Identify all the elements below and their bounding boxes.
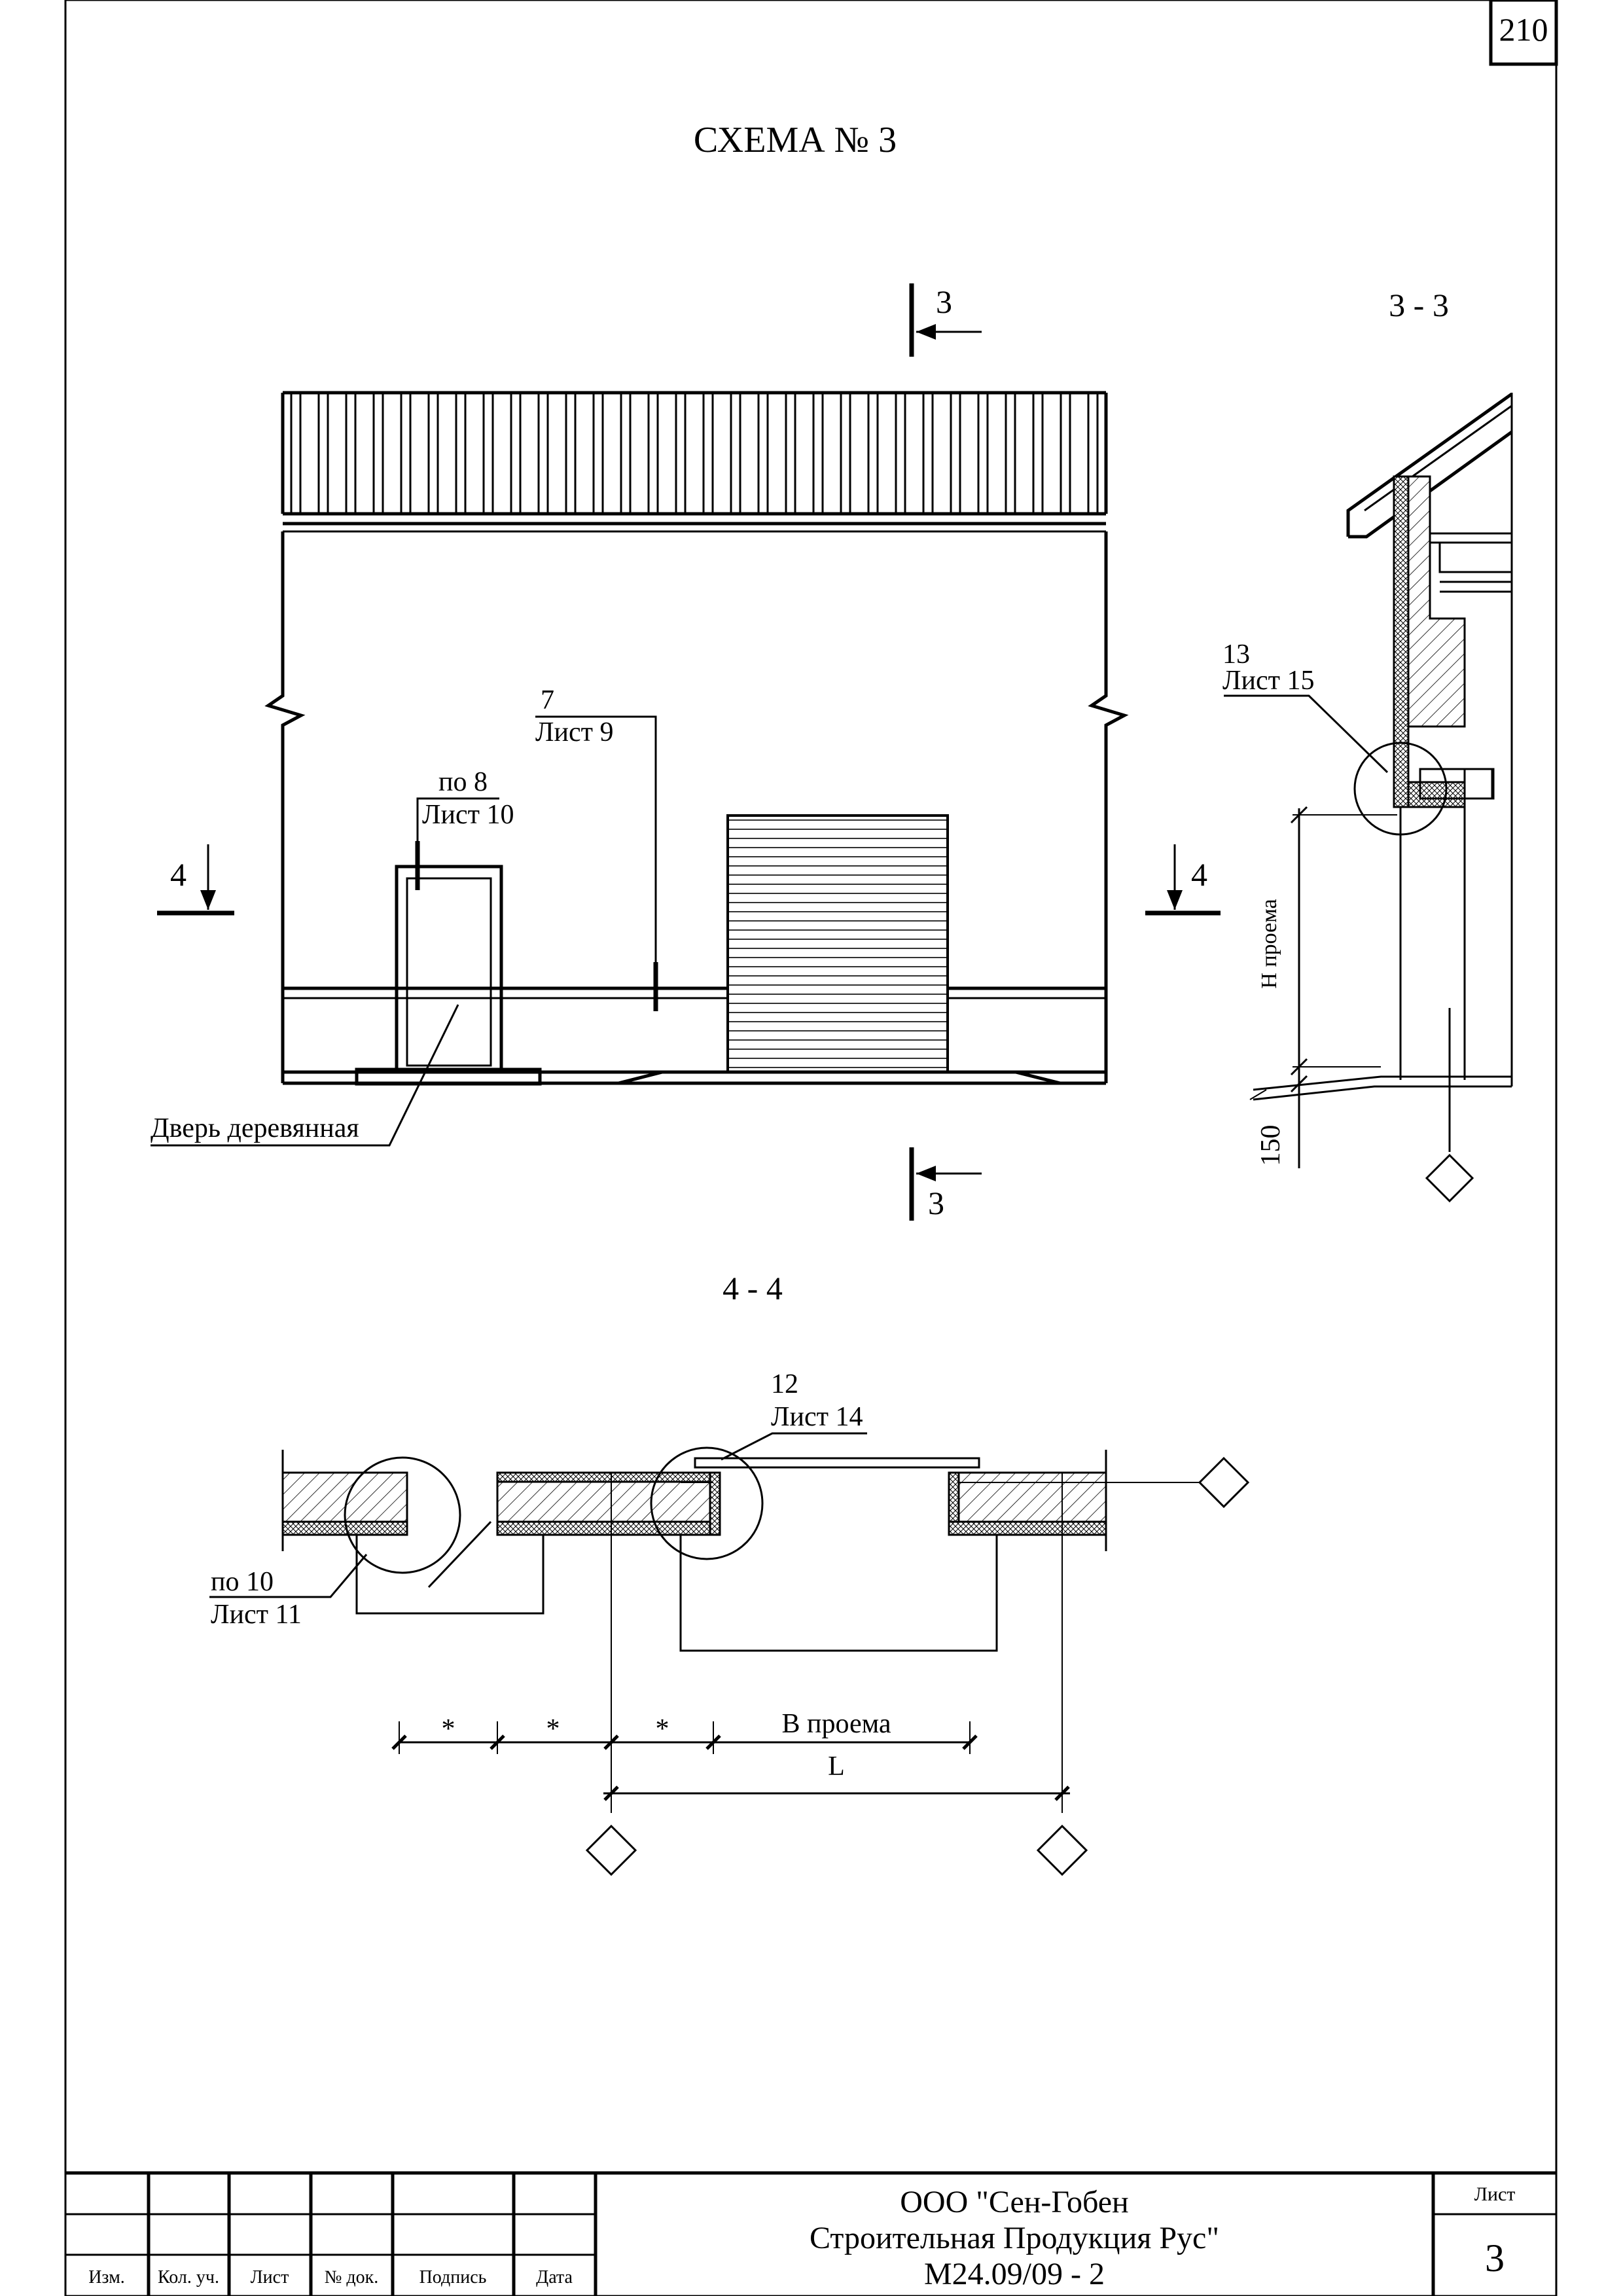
callout-10-number: по 10: [211, 1567, 274, 1597]
callout-12-sheet: Лист 14: [771, 1402, 863, 1432]
col-header-list: Лист: [251, 2267, 289, 2287]
sheet-number: 3: [1485, 2236, 1505, 2280]
section-mark-3-top: 3: [909, 283, 982, 357]
col-header-date: Дата: [536, 2267, 573, 2287]
axis-marker-diamond-center: [1036, 1824, 1088, 1876]
dimension-tick: [705, 1734, 721, 1750]
detail-circle-12: [650, 1446, 764, 1560]
facade-elevation: 7 Лист 9 по 8 Лист 10 Дверь деревянная 3…: [151, 283, 1221, 1221]
section-4-label-left: 4: [170, 856, 187, 893]
callout-12-number: 12: [771, 1369, 798, 1399]
axis-marker-diamond: [1425, 1153, 1474, 1203]
company-line-2: Строительная Продукция Рус": [810, 2221, 1219, 2255]
door-leader: Дверь деревянная: [151, 1004, 459, 1147]
callout-8-number: по 8: [438, 767, 488, 797]
dimension-tick: [490, 1734, 505, 1750]
document-code: М24.09/09 - 2: [924, 2257, 1105, 2291]
dim-opening-height: Н проема: [1257, 899, 1281, 988]
dim-star-1: *: [442, 1714, 455, 1744]
roof-panel: [281, 391, 1108, 533]
section-3-3: 3 - 3 13 Лист 15: [1222, 287, 1513, 1203]
callout-7-number: 7: [541, 685, 554, 715]
page-title: СХЕМА № 3: [694, 120, 897, 160]
detail-circle-13: [1353, 742, 1448, 836]
dim-L: L: [828, 1751, 845, 1782]
callout-7-sheet: Лист 9: [535, 717, 613, 747]
col-header-izm: Изм.: [88, 2267, 125, 2287]
dim-star-3: *: [656, 1714, 669, 1744]
company-line-1: ООО "Сен-Гобен: [900, 2185, 1128, 2219]
callout-7: 7 Лист 9: [535, 685, 658, 1011]
section-4-4: 4 - 4 12 Лист 14 по 10 Лист 11: [209, 1270, 1250, 1876]
section-3-label-bottom: 3: [928, 1185, 944, 1221]
dim-opening-width: В проема: [781, 1709, 891, 1739]
dim-150: 150: [1256, 1125, 1286, 1166]
section-mark-3-bottom: 3: [909, 1147, 982, 1221]
dimension-tick: [962, 1734, 978, 1750]
section-3-3-title: 3 - 3: [1389, 287, 1449, 323]
sectional-gate: [618, 814, 1061, 1085]
sheet-label: Лист: [1474, 2183, 1516, 2205]
axis-marker-diamond-right: [1198, 1456, 1250, 1509]
dimension-tick: [391, 1734, 407, 1750]
callout-8: по 8 Лист 10: [415, 767, 514, 890]
callout-13-sheet: Лист 15: [1222, 666, 1314, 696]
section-4-label-right: 4: [1191, 856, 1207, 893]
corner-sheet-box: 210: [1489, 0, 1558, 66]
section-4-4-title: 4 - 4: [722, 1270, 783, 1306]
callout-8-sheet: Лист 10: [422, 800, 514, 830]
wooden-door: [355, 865, 542, 1086]
sheet-frame: [64, 0, 1558, 2296]
axis-marker-diamond-left: [585, 1824, 637, 1876]
dim-star-2: *: [546, 1714, 560, 1744]
callout-10-sheet: Лист 11: [211, 1600, 302, 1630]
title-block: Изм. Кол. уч. Лист № док. Подпись Дата О…: [65, 2171, 1556, 2296]
detail-circle-10: [344, 1456, 461, 1574]
section-mark-4-left: 4: [157, 844, 234, 916]
callout-13-number: 13: [1222, 639, 1250, 670]
corner-sheet-number: 210: [1499, 11, 1548, 48]
col-header-kol-uch: Кол. уч.: [158, 2267, 219, 2287]
door-label: Дверь деревянная: [151, 1113, 359, 1143]
col-header-signature: Подпись: [419, 2267, 487, 2287]
section-3-label-top: 3: [936, 283, 952, 320]
col-header-doc-no: № док.: [325, 2267, 379, 2287]
section-mark-4-right: 4: [1145, 844, 1221, 916]
dimension-tick: [603, 1734, 619, 1750]
